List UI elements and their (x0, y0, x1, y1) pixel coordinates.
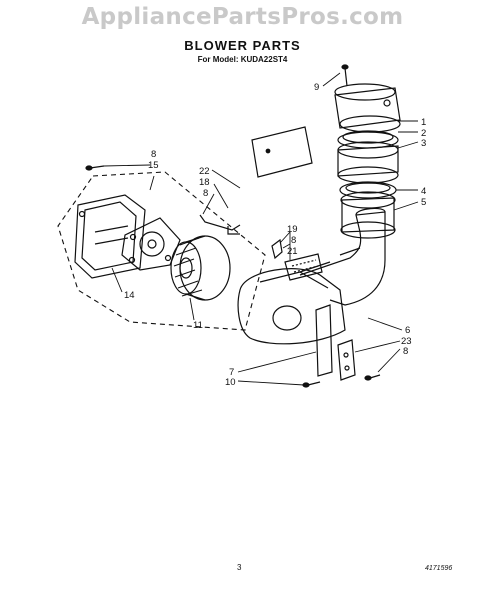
part-4-gasket (339, 181, 397, 199)
callout-6: 6 (405, 325, 410, 336)
callout-10: 10 (225, 377, 236, 388)
callout-9: 9 (314, 82, 319, 93)
callout-14: 14 (124, 290, 135, 301)
callout-2: 2 (421, 128, 426, 139)
part-11-blower-wheel (170, 235, 231, 301)
callout-8-switch: 8 (291, 235, 296, 246)
callout-19: 19 (287, 224, 298, 235)
callout-3: 3 (421, 138, 426, 149)
part-9-screw (341, 64, 349, 87)
assembly-boundary (57, 171, 266, 331)
part-21-switch (271, 238, 323, 281)
callout-8-lower: 8 (403, 346, 408, 357)
blower-housing (237, 261, 346, 345)
part-7-plate (315, 304, 333, 377)
callout-7: 7 (229, 367, 234, 378)
part-14-motor-mount (74, 194, 146, 279)
callout-1: 1 (421, 117, 426, 128)
part-2-ring (337, 130, 399, 149)
leader-lines (103, 72, 419, 386)
part-22-plate (251, 126, 313, 178)
callout-15: 15 (148, 160, 159, 171)
screw-part-8-top (85, 165, 105, 171)
part-18-bracket (199, 214, 241, 235)
motor-plate (121, 217, 181, 271)
figure-number: 4171596 (425, 565, 453, 572)
callout-4: 4 (421, 186, 426, 197)
callout-5: 5 (421, 197, 426, 208)
callout-8-bracket: 8 (203, 188, 208, 199)
page-number: 3 (237, 563, 242, 572)
part-1-vent-cap (334, 83, 401, 133)
watermark: AppliancePartsPros.com (81, 4, 404, 30)
callout-23: 23 (401, 336, 412, 347)
screw-part-8-bottom (364, 374, 381, 381)
part-5-vent-tube (340, 191, 396, 239)
part-23-bracket (337, 339, 356, 381)
model-subtitle: For Model: KUDA22ST4 (197, 55, 288, 64)
callout-8-screw: 8 (151, 149, 156, 160)
part-3-collar (337, 141, 399, 184)
callout-22: 22 (199, 166, 210, 177)
callout-18: 18 (199, 177, 210, 188)
callout-11: 11 (193, 320, 203, 331)
diagram-title: BLOWER PARTS (184, 38, 301, 53)
callout-21: 21 (287, 246, 298, 257)
screw-part-10 (302, 381, 321, 388)
part-6-duct-elbow (299, 207, 386, 306)
